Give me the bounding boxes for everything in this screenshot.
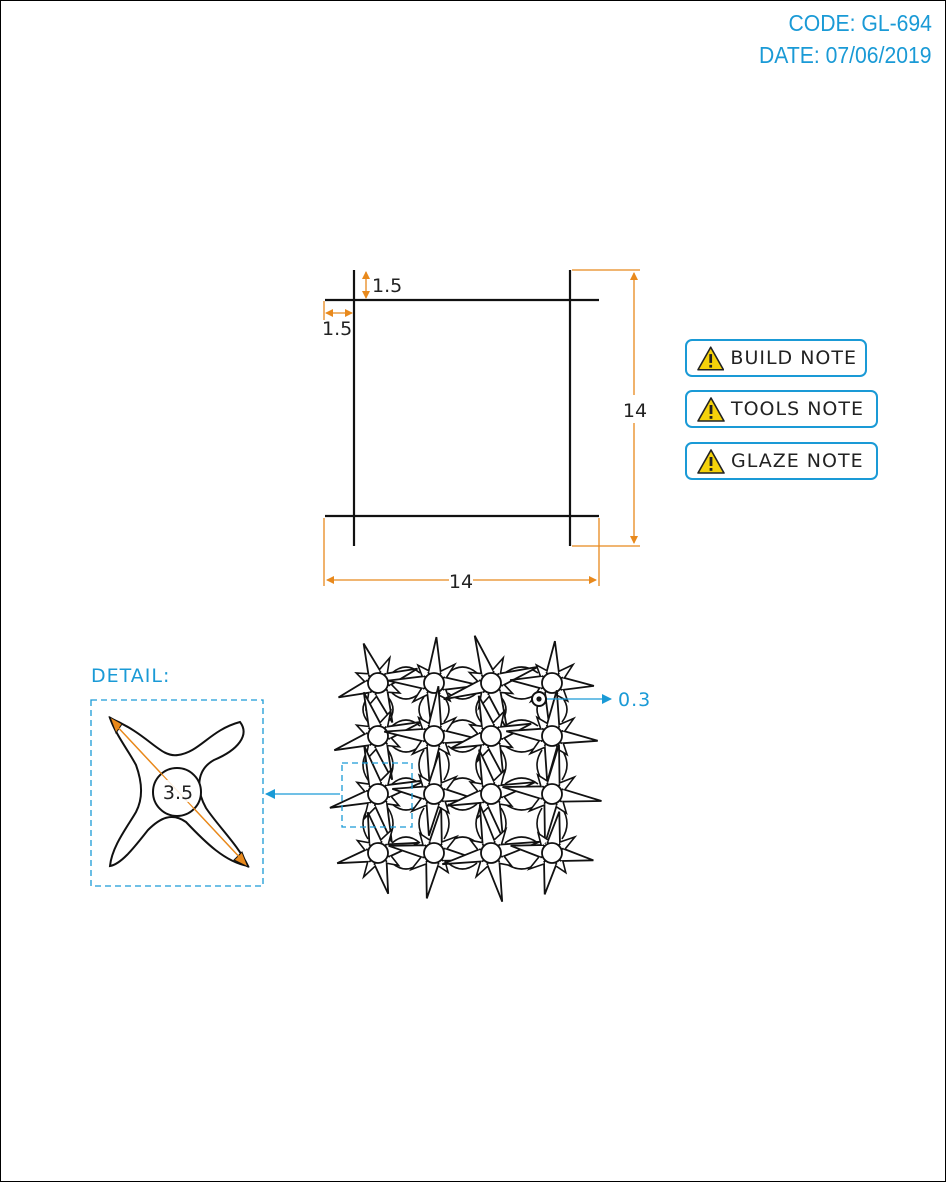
tools-note-label: TOOLS NOTE xyxy=(731,398,864,420)
glaze-note-button[interactable]: GLAZE NOTE xyxy=(685,442,878,480)
drawing-code: CODE: GL-694 xyxy=(788,10,932,36)
warning-icon xyxy=(697,448,725,474)
build-note-label: BUILD NOTE xyxy=(730,347,857,369)
warning-icon xyxy=(697,396,725,422)
drawing-date: DATE: 07/06/2019 xyxy=(759,42,932,68)
tools-note-button[interactable]: TOOLS NOTE xyxy=(685,390,878,428)
build-note-button[interactable]: BUILD NOTE xyxy=(685,339,867,377)
glaze-note-label: GLAZE NOTE xyxy=(731,450,864,472)
warning-icon xyxy=(697,345,725,371)
